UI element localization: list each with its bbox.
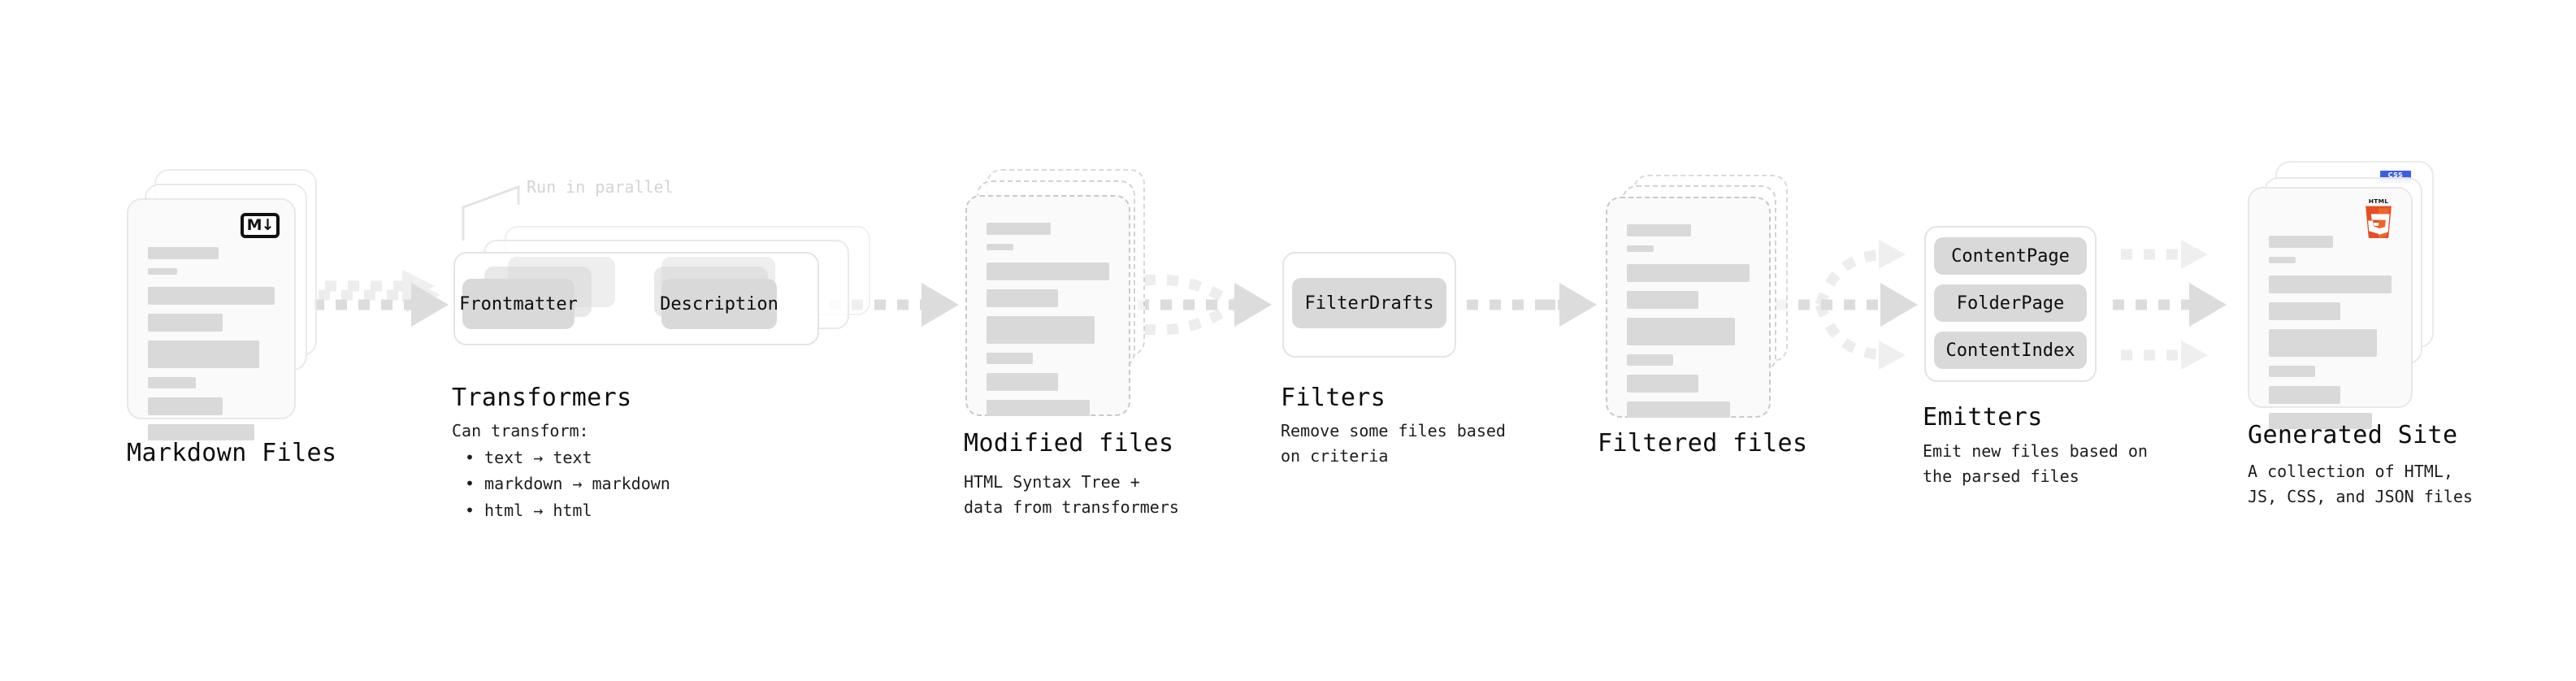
arrow-filtered-to-emitters	[1776, 240, 1918, 370]
stage-description-emitters: Emit new files based on the parsed files	[1923, 441, 2148, 486]
emitter-node-contentpage[interactable]: ContentPage	[1934, 237, 2087, 275]
arrow-filters-to-filtered	[1467, 283, 1597, 327]
card-content-lines	[2269, 236, 2392, 429]
arrow-emitters-to-site	[2113, 240, 2227, 370]
card-content-lines	[987, 223, 1109, 416]
stage-title-filters: Filters	[1281, 384, 1386, 412]
filter-node-filterdrafts[interactable]: FilterDrafts	[1292, 278, 1446, 328]
stage-title-modified-files: Modified files	[964, 429, 1174, 458]
transformers-capability-list: text → text markdown → markdown html → h…	[465, 445, 670, 523]
card-content-lines	[1627, 224, 1750, 418]
stage-description-generated-site: A collection of HTML, JS, CSS, and JSON …	[2248, 462, 2473, 506]
stage-description-modified-files: HTML Syntax Tree + data from transformer…	[964, 472, 1179, 517]
stage-title-transformers: Transformers	[452, 384, 632, 412]
run-in-parallel-label: Run in parallel	[527, 177, 674, 197]
stage-title-filtered-files: Filtered files	[1598, 429, 1808, 458]
emitter-node-contentindex[interactable]: ContentIndex	[1934, 332, 2087, 369]
stage-title-generated-site: Generated Site	[2248, 421, 2458, 449]
stage-description-filters: Remove some files based on criteria	[1281, 421, 1506, 466]
list-item: markdown → markdown	[465, 471, 670, 497]
file-card-front: M↓	[127, 198, 296, 440]
list-item: text → text	[465, 445, 670, 471]
emitter-node-folderpage[interactable]: FolderPage	[1934, 284, 2087, 322]
file-card-front	[1606, 197, 1771, 418]
markdown-icon: M↓	[241, 213, 280, 238]
transformers-intro: Can transform:	[452, 421, 589, 440]
file-card-front	[965, 195, 1130, 416]
svg-text:HTML: HTML	[2369, 199, 2389, 205]
file-card-front-html: HTML	[2248, 187, 2413, 429]
stage-title-emitters: Emitters	[1923, 403, 2043, 432]
list-item: html → html	[465, 497, 670, 523]
card-content-lines	[148, 247, 275, 440]
arrow-markdown-to-transformers	[313, 270, 449, 327]
html5-icon: HTML	[2366, 199, 2392, 238]
arrow-modified-to-filters	[1138, 274, 1272, 336]
transformer-node-frontmatter[interactable]: Frontmatter	[459, 279, 578, 329]
stage-title-markdown-files: Markdown Files	[127, 439, 337, 467]
transformer-node-description[interactable]: Description	[660, 279, 778, 329]
